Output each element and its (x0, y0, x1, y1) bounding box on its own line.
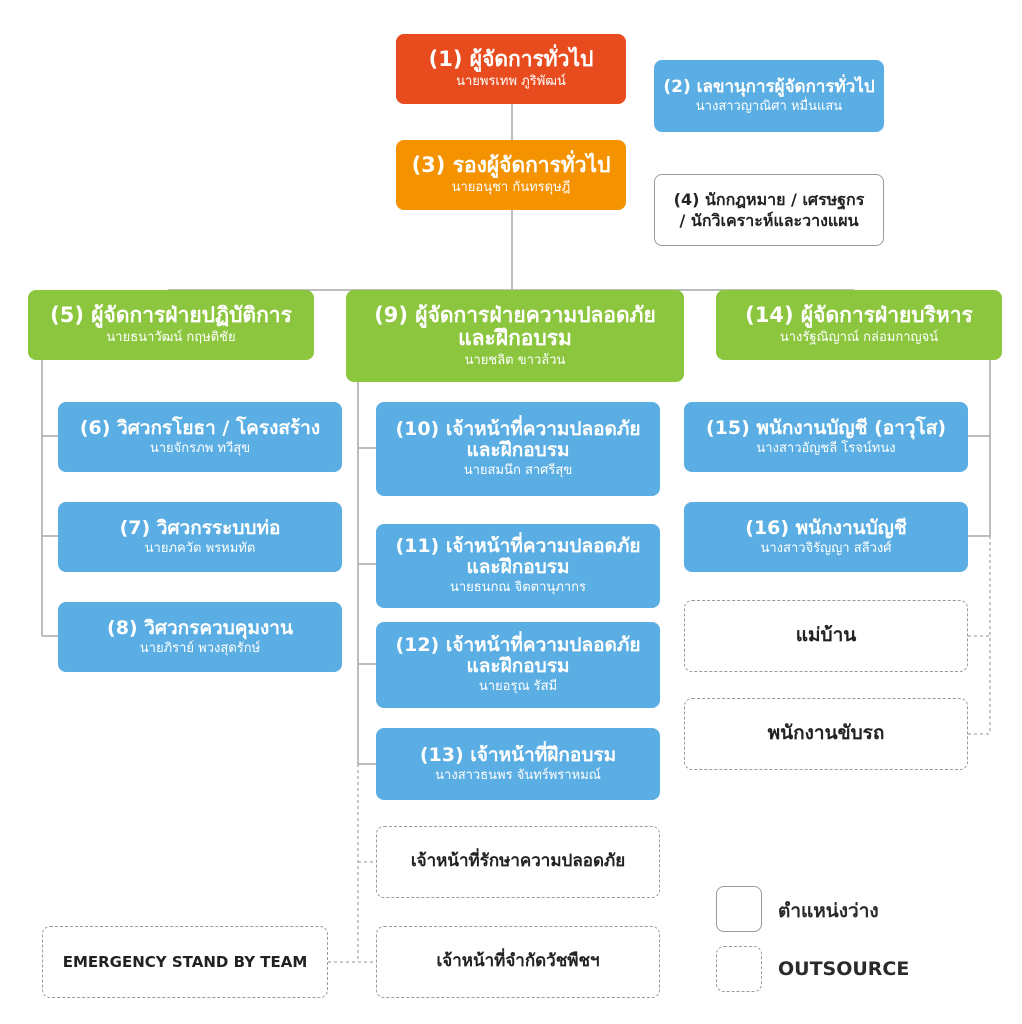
legend-vacant-label: ตำแหน่งว่าง (778, 900, 879, 922)
node-person: นางสาวญาณิศา หมื่นแสน (695, 98, 843, 114)
node-title: แม่บ้าน (795, 624, 857, 647)
node-title: (1) ผู้จัดการทั่วไป (428, 47, 594, 72)
legend-outsource-swatch (716, 946, 762, 992)
node-piping-engineer: (7) วิศวกรระบบท่อ นายภควัต พรหมทัต (58, 502, 342, 572)
node-title-line2: และฝึกอบรม (466, 439, 570, 462)
node-person: นายจักรภพ ทวีสุข (149, 440, 251, 456)
node-operations-manager: (5) ผู้จัดการฝ่ายปฏิบัติการ นายธนาวัฒน์ … (28, 290, 314, 360)
node-title-line2: และฝึกอบรม (466, 556, 570, 579)
node-title: (8) วิศวกรควบคุมงาน (107, 616, 293, 639)
node-safety-officer-11: (11) เจ้าหน้าที่ความปลอดภัย และฝึกอบรม น… (376, 524, 660, 608)
node-safety-officer-10: (10) เจ้าหน้าที่ความปลอดภัย และฝึกอบรม น… (376, 402, 660, 496)
node-deputy-manager: (3) รองผู้จัดการทั่วไป นายอนุชา กันทรดุษ… (396, 140, 626, 210)
node-admin-manager: (14) ผู้จัดการฝ่ายบริหาร นางรัฐณิญาณ์ กล… (716, 290, 1002, 360)
node-person: นางสาวธนพร จันทร์พราหมณ์ (435, 767, 601, 783)
node-title: (7) วิศวกรระบบท่อ (119, 516, 281, 539)
node-title: (6) วิศวกรโยธา / โครงสร้าง (79, 416, 321, 439)
node-title: เจ้าหน้าที่จำกัดวัชพืชฯ (436, 951, 600, 972)
node-person: นายภิราย์ พวงสุดรักษ์ (139, 640, 261, 656)
node-training-officer: (13) เจ้าหน้าที่ฝึกอบรม นางสาวธนพร จันทร… (376, 728, 660, 800)
legend-vacant-swatch (716, 886, 762, 932)
node-title: (16) พนักงานบัญชี (745, 516, 907, 539)
node-supervising-engineer: (8) วิศวกรควบคุมงาน นายภิราย์ พวงสุดรักษ… (58, 602, 342, 672)
node-title: EMERGENCY STAND BY TEAM (62, 952, 308, 971)
node-person: นายธนกณ จิตตานุภากร (449, 580, 587, 596)
node-security-guard: เจ้าหน้าที่รักษาความปลอดภัย (376, 826, 660, 898)
node-person: นายชลิต ขาวล้วน (464, 352, 566, 368)
node-title: (2) เลขานุการผู้จัดการทั่วไป (663, 76, 875, 97)
node-title: (13) เจ้าหน้าที่ฝึกอบรม (419, 743, 617, 766)
node-person: นายภควัต พรหมทัต (144, 540, 256, 556)
node-senior-accountant: (15) พนักงานบัญชี (อาวุโส) นางสาวอัญชลี … (684, 402, 968, 472)
node-title-line2: และฝึกอบรม (466, 655, 570, 678)
node-title: เจ้าหน้าที่รักษาความปลอดภัย (410, 851, 626, 872)
node-title: (14) ผู้จัดการฝ่ายบริหาร (745, 303, 973, 328)
node-secretary: (2) เลขานุการผู้จัดการทั่วไป นางสาวญาณิศ… (654, 60, 884, 132)
node-title: (11) เจ้าหน้าที่ความปลอดภัย (395, 534, 641, 557)
node-person: นายสมนึก สาศรีสุข (463, 463, 573, 479)
node-civil-engineer: (6) วิศวกรโยธา / โครงสร้าง นายจักรภพ ทวี… (58, 402, 342, 472)
node-person: นายอนุชา กันทรดุษฎี (451, 179, 571, 195)
node-title: (5) ผู้จัดการฝ่ายปฏิบัติการ (50, 303, 292, 328)
node-line: / นักวิเคราะห์และวางแผน (679, 210, 859, 230)
node-person: นางรัฐณิญาณ์ กล่อมกาญจน์ (779, 329, 939, 345)
node-person: นางสาวจิรัญญา สลีวงศ์ (760, 540, 892, 556)
node-maid: แม่บ้าน (684, 600, 968, 672)
node-driver: พนักงานขับรถ (684, 698, 968, 770)
node-general-manager: (1) ผู้จัดการทั่วไป นายพรเทพ ภูริพัฒน์ (396, 34, 626, 104)
node-title: พนักงานขับรถ (767, 722, 885, 745)
node-person: นายพรเทพ ภูริพัฒน์ (456, 73, 566, 89)
node-title: (12) เจ้าหน้าที่ความปลอดภัย (395, 633, 641, 656)
node-title: (9) ผู้จัดการฝ่ายความปลอดภัย (374, 302, 656, 327)
node-safety-officer-12: (12) เจ้าหน้าที่ความปลอดภัย และฝึกอบรม น… (376, 622, 660, 708)
node-safety-manager: (9) ผู้จัดการฝ่ายความปลอดภัย และฝึกอบรม … (346, 290, 684, 382)
node-legal-economist: (4) นักกฎหมาย / เศรษฐกร / นักวิเคราะห์แล… (654, 174, 884, 246)
node-title: (10) เจ้าหน้าที่ความปลอดภัย (395, 417, 641, 440)
node-weed-control: เจ้าหน้าที่จำกัดวัชพืชฯ (376, 926, 660, 998)
node-title: (15) พนักงานบัญชี (อาวุโส) (705, 416, 947, 439)
node-person: นายธนาวัฒน์ กฤษติชัย (106, 329, 236, 345)
node-accountant: (16) พนักงานบัญชี นางสาวจิรัญญา สลีวงศ์ (684, 502, 968, 572)
node-title-line2: และฝึกอบรม (458, 326, 572, 351)
node-emergency-team: EMERGENCY STAND BY TEAM (42, 926, 328, 998)
node-person: นางสาวอัญชลี โรจน์ทนง (756, 440, 896, 456)
legend-outsource-label: OUTSOURCE (778, 958, 910, 980)
node-title: (3) รองผู้จัดการทั่วไป (411, 153, 611, 178)
node-line: (4) นักกฎหมาย / เศรษฐกร (673, 189, 865, 209)
node-person: นายอรุณ รัสมี (478, 679, 558, 695)
